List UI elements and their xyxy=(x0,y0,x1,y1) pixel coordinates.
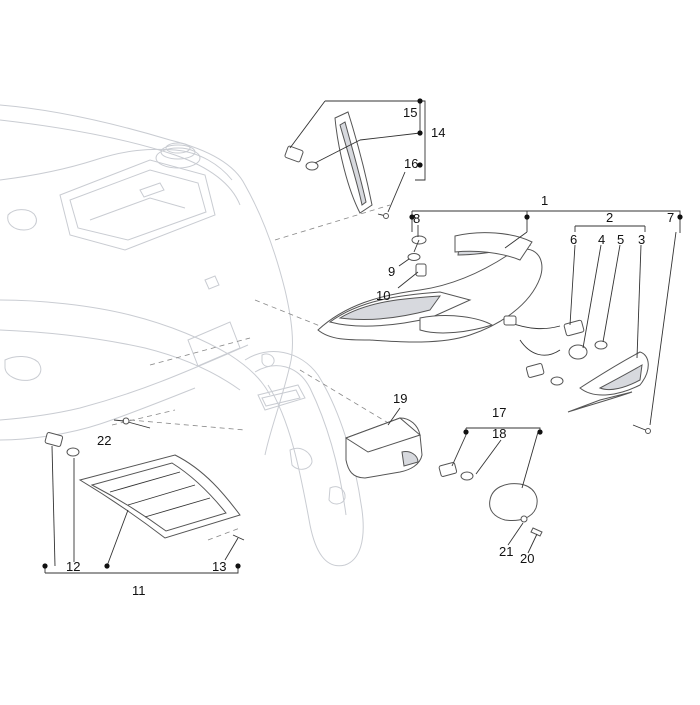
callout-9: 9 xyxy=(388,264,395,279)
callout-1: 1 xyxy=(541,193,548,208)
callout-7: 7 xyxy=(667,210,674,225)
part-3-lens-cover xyxy=(567,351,649,413)
callout-10: 10 xyxy=(376,288,390,303)
fastener-10-spacer xyxy=(415,263,427,277)
part-5-bulb-small xyxy=(594,340,608,350)
callout-11: 11 xyxy=(132,583,146,598)
callout-21: 21 xyxy=(499,544,513,559)
callout-17: 17 xyxy=(492,405,506,420)
part-14-side-light xyxy=(284,111,389,219)
assembly-dash-lines xyxy=(111,204,401,541)
part-7-screw xyxy=(632,424,651,434)
part-22-screw xyxy=(122,417,151,429)
part-6-bulb-holder xyxy=(563,319,585,337)
part-12-bulb-holders xyxy=(44,432,80,457)
callout-22: 22 xyxy=(97,433,111,448)
callout-20: 20 xyxy=(520,551,534,566)
callout-12: 12 xyxy=(66,559,80,574)
callout-labels: 1 2 3 4 5 6 7 8 9 10 11 12 13 14 15 16 1… xyxy=(66,105,674,598)
part-17-indicator-lens xyxy=(489,483,538,521)
part-4-bulb xyxy=(568,344,588,360)
callout-16: 16 xyxy=(404,156,418,171)
part-holder-lower xyxy=(525,363,564,386)
callout-14: 14 xyxy=(431,125,445,140)
part-13-screw xyxy=(232,534,245,541)
part-18-bulb-holder xyxy=(438,462,474,481)
fastener-20-21 xyxy=(520,515,543,537)
callout-15: 15 xyxy=(403,105,417,120)
fastener-8-screw xyxy=(411,235,427,253)
part-19-plate-light xyxy=(344,417,423,479)
scooter-rear-body xyxy=(0,104,364,567)
part-1-tail-light-assembly xyxy=(317,232,561,356)
callout-dots xyxy=(42,98,683,569)
part-11-plate-holder xyxy=(78,454,241,539)
callout-18: 18 xyxy=(492,426,506,441)
callout-19: 19 xyxy=(393,391,407,406)
callout-3: 3 xyxy=(638,232,645,247)
callout-13: 13 xyxy=(212,559,226,574)
fastener-9-washer xyxy=(407,253,421,261)
callout-6: 6 xyxy=(570,232,577,247)
callout-5: 5 xyxy=(617,232,624,247)
callout-2: 2 xyxy=(606,210,613,225)
bulb-holder-15 xyxy=(284,145,319,171)
callout-4: 4 xyxy=(598,232,605,247)
callout-8: 8 xyxy=(413,211,420,226)
screw-16 xyxy=(377,213,389,219)
